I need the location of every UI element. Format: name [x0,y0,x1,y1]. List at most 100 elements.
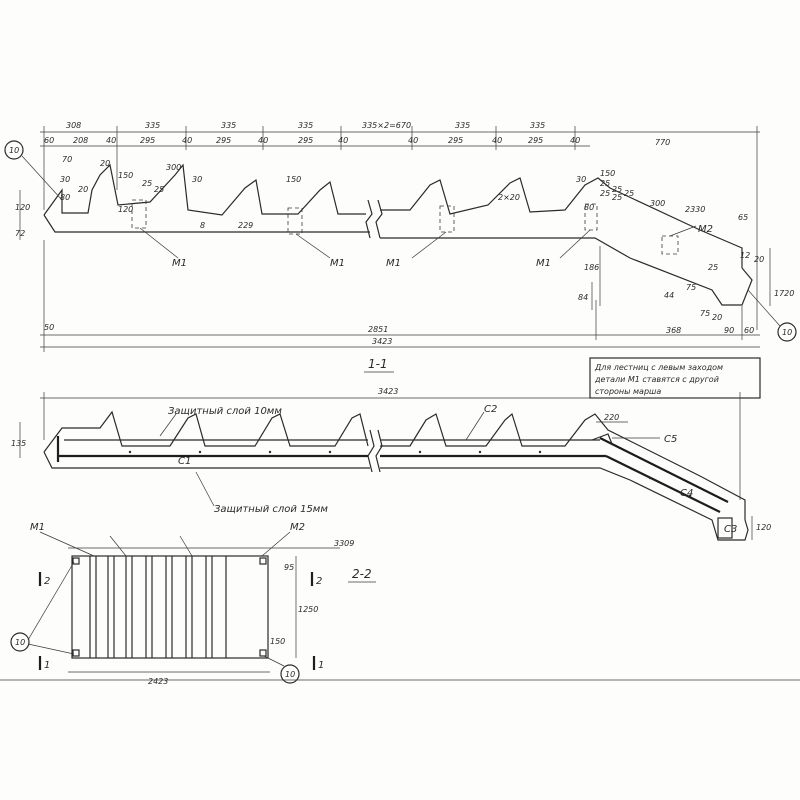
dim-75: 75 [686,283,696,292]
dim-small-25a: 25 [142,179,152,188]
dim-small-300a: 300 [166,163,181,172]
mark-c3: C3 [724,524,737,535]
label-protective-15: Защитный слой 15мм [214,504,328,515]
rebar-dots [128,450,692,498]
dim-small-25g: 25 [612,193,622,202]
dim-small-150b: 150 [286,175,301,184]
dim-3309: 3309 [334,539,354,548]
dim-small-25d: 25 [612,185,622,194]
dim-40-7: 40 [570,136,580,145]
callout-leader-left [21,155,63,201]
section-title-1-1: 1-1 [368,357,388,371]
note-line-3: стороны марша [595,387,661,396]
dim-770: 770 [655,138,670,147]
dim-335-4: 335 [455,121,470,130]
callout-leader-right [747,289,781,327]
callout-10-plan-left [10,632,30,652]
dim-1250: 1250 [298,605,318,614]
dim-25h: 25 [708,263,718,272]
leader-m1-plan-2 [109,535,127,557]
dim-335-1: 335 [145,121,160,130]
insert-m2 [661,235,679,255]
leader-m1-2 [295,233,331,259]
mark-c5: C5 [664,434,677,445]
cut-mark-2-left: 2 [44,576,50,587]
dim-95: 95 [284,563,294,572]
break-mark-left [365,199,373,239]
dim-670: 335×2=670 [362,121,411,130]
dim-295-5: 295 [528,136,543,145]
dim-small-20b: 20 [100,159,110,168]
dim-20b: 20 [712,313,722,322]
callout-circle-left [4,140,24,160]
dim-small-8: 8 [200,221,205,230]
rebar-profile-left [43,410,369,453]
dim-small-300b: 300 [650,199,665,208]
note-line-1: Для лестниц с левым заходом [594,363,723,372]
mark-m2: M2 [698,224,713,235]
rebar-bottom-left [43,451,370,469]
note-line-2: детали М1 ставятся с другой [594,375,719,384]
dim-40-3: 40 [258,136,268,145]
leader-m1-plan-3 [179,535,193,557]
dim-small-150a: 150 [118,171,133,180]
dim-small-25c: 25 [600,179,610,188]
cut-mark-1-left: 1 [44,660,50,671]
dim-20: 20 [754,255,764,264]
dim-small-20a: 20 [78,185,88,194]
cut-marks [38,572,316,670]
rebar-view: 3423 Защитный слой 10мм Защитный слой 15… [11,387,771,541]
callout-leader-pl2 [27,643,75,655]
mark-m1-b: M1 [330,258,345,269]
rebar-break [367,429,383,473]
mark-c4: C4 [680,488,693,499]
insert-m1-4 [584,203,598,231]
dim-small-30b: 30 [192,175,202,184]
section-title-2-2: 2-2 [352,567,372,581]
plan-ribs [89,556,227,658]
callout-10-right: 10 [782,328,792,337]
leader-m1-3 [411,231,447,259]
dim-90: 90 [724,326,734,335]
callout-leader-pl1 [27,561,75,641]
dim-40-1: 40 [106,136,116,145]
rebar-height-120: 120 [756,523,771,532]
leader-c2 [465,411,485,441]
bar-c5 [591,433,613,445]
leader-m2-plan [261,531,291,557]
section-1-1 [4,126,797,352]
dim-small-120: 120 [118,205,133,214]
mark-m1-d: M1 [536,258,551,269]
dim-1720: 1720 [774,289,794,298]
rebar-bottom-right [380,467,749,541]
break-mark-right [375,199,383,239]
callout-leader-pr [263,655,285,667]
dim-height-120: 120 [15,203,30,212]
mark-m1-plan: M1 [30,522,45,533]
mark-m1-c: M1 [386,258,401,269]
dim-308: 308 [66,121,81,130]
leader-top-layer [159,413,177,437]
dim-60: 60 [44,136,54,145]
mark-c1: C1 [178,456,191,467]
bar-c3 [717,517,733,539]
dim-small-25f: 25 [600,189,610,198]
dim-295-2: 295 [216,136,231,145]
insert-m1-1 [131,199,147,229]
dim-small-30c: 30 [576,175,586,184]
dim-ticks-top [43,126,758,330]
stair-bottom-left [43,214,370,233]
dim-40-4: 40 [338,136,348,145]
callout-10-left: 10 [9,146,19,155]
dim-height-72: 72 [15,229,25,238]
dim-small-229: 229 [238,221,253,230]
dim-60b: 60 [744,326,754,335]
label-protective-10: Защитный слой 10мм [168,406,282,417]
stair-bottom-right [380,237,753,306]
dim-2851: 2851 [368,325,388,334]
dim-small-25e: 25 [624,189,634,198]
rebar-height-135: 135 [11,439,26,448]
cut-mark-2-right: 2 [316,576,322,587]
